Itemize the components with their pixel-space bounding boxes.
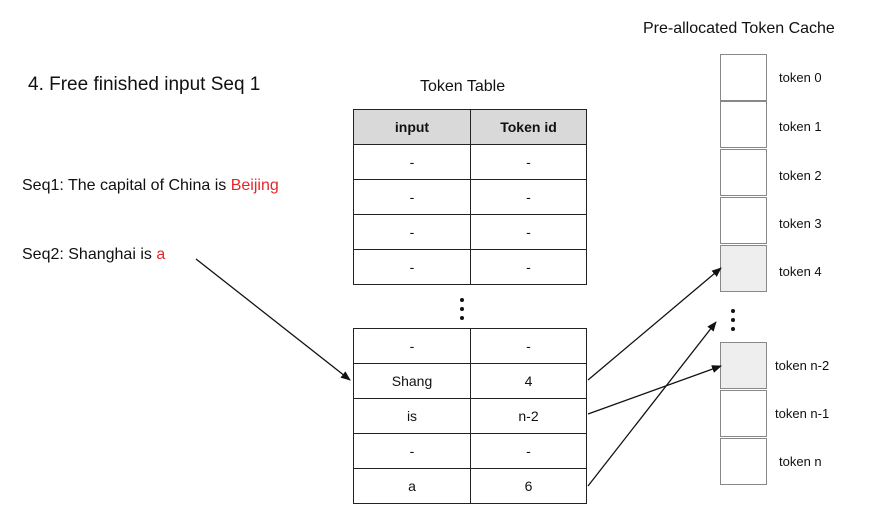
table-row: Shang 4 [353, 363, 587, 399]
table-cell-input: Shang [353, 363, 471, 399]
table-row: - - [353, 249, 587, 285]
token-cache-title: Pre-allocated Token Cache [643, 20, 835, 37]
table-cell-input: - [353, 328, 471, 364]
table-cell-input: - [353, 144, 471, 180]
cache-cell-token-0 [720, 54, 767, 101]
cache-cell-token-n-1 [720, 390, 767, 437]
table-cell-token-id: - [470, 179, 587, 215]
table-cell-token-id: - [470, 433, 587, 469]
step-title: 4. Free finished input Seq 1 [28, 74, 261, 95]
arrow-a-to-cache-gap [587, 321, 717, 487]
cache-cell-token-2 [720, 149, 767, 196]
table-row: - - [353, 433, 587, 469]
table-cell-token-id: - [470, 214, 587, 250]
cache-cell-token-n [720, 438, 767, 485]
seq2-text: Seq2: Shanghai is a [22, 246, 165, 264]
header-token-id: Token id [470, 109, 587, 145]
cache-ellipsis [731, 309, 735, 336]
cache-cell-token-3 [720, 197, 767, 244]
cache-label-token-n-2: token n-2 [775, 358, 830, 373]
table-cell-token-id: 6 [470, 468, 587, 504]
cache-cell-token-1 [720, 101, 767, 148]
table-cell-token-id: - [470, 249, 587, 285]
arrow-shang-to-token-4 [587, 267, 722, 381]
cache-label-token-3: token 3 [779, 216, 822, 231]
table-cell-input: a [353, 468, 471, 504]
cache-label-token-n: token n [779, 454, 822, 469]
seq1-highlight: Beijing [230, 177, 279, 194]
table-row: - - [353, 144, 587, 180]
table-row: - - [353, 214, 587, 250]
table-cell-input: is [353, 398, 471, 434]
table-cell-token-id: 4 [470, 363, 587, 399]
table-cell-input: - [353, 214, 471, 250]
token-table-top: input Token id - - - - - - - - [353, 109, 587, 285]
seq1-prefix: Seq1: The capital of China is [22, 177, 231, 194]
table-cell-token-id: - [470, 328, 587, 364]
cache-label-token-n-1: token n-1 [775, 406, 830, 421]
table-cell-input: - [353, 249, 471, 285]
table-row: is n-2 [353, 398, 587, 434]
seq2-highlight: a [156, 246, 166, 263]
seq1-text: Seq1: The capital of China is Beijing [22, 177, 279, 195]
cache-label-token-0: token 0 [779, 70, 822, 85]
arrow-seq2-to-shang [195, 258, 351, 381]
table-cell-input: - [353, 433, 471, 469]
table-row: - - [353, 328, 587, 364]
table-ellipsis [460, 298, 464, 325]
cache-label-token-1: token 1 [779, 119, 822, 134]
table-cell-input: - [353, 179, 471, 215]
cache-cell-token-n-2 [720, 342, 767, 389]
token-table-title: Token Table [420, 78, 506, 95]
token-table-bottom: - - Shang 4 is n-2 - - a 6 [353, 328, 587, 504]
arrow-is-to-token-n-2 [587, 365, 722, 415]
cache-label-token-4: token 4 [779, 264, 822, 279]
cache-label-token-2: token 2 [779, 168, 822, 183]
seq2-prefix: Seq2: Shanghai is [22, 246, 157, 263]
table-row: - - [353, 179, 587, 215]
table-row: a 6 [353, 468, 587, 504]
